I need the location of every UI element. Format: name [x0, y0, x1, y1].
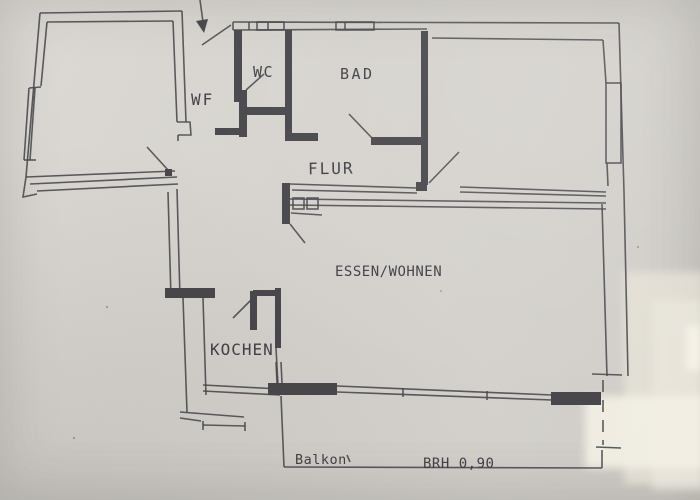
- scan-specks: [72, 245, 640, 440]
- entrance-arrow-icon: [196, 0, 208, 33]
- kochen-walls: [165, 288, 281, 431]
- room-label-balkon: Balkon: [295, 452, 347, 468]
- room-label-flur: FLUR: [308, 159, 355, 179]
- correction-fluid-patches: [585, 272, 700, 490]
- room-top-left-walls: [22, 10, 192, 199]
- east-wall: [591, 22, 629, 377]
- north-wall: [232, 21, 620, 41]
- balkon-walls: [280, 380, 622, 469]
- room-label-kochen: KOCHEN: [210, 340, 274, 359]
- wc-walls: [215, 30, 292, 137]
- wohnen-entry-detail: [282, 183, 323, 244]
- room-labels: WF WC BAD FLUR ESSEN/WOHNEN KOCHEN Balko…: [191, 63, 494, 472]
- room-label-wc: WC: [253, 63, 274, 81]
- room-label-bad: BAD: [340, 65, 375, 83]
- wall-linework: [22, 0, 640, 469]
- entrance-door-swing: [201, 24, 232, 46]
- flur-walls: [289, 151, 607, 210]
- room-label-wf: WF: [191, 90, 214, 109]
- room-label-essen-wohnen: ESSEN/WOHNEN: [335, 264, 442, 280]
- south-window-wall: [268, 361, 601, 405]
- bad-walls: [285, 30, 428, 185]
- annotation-brh: BRH 0,90: [423, 456, 494, 472]
- corridor-west-wall: [167, 188, 181, 299]
